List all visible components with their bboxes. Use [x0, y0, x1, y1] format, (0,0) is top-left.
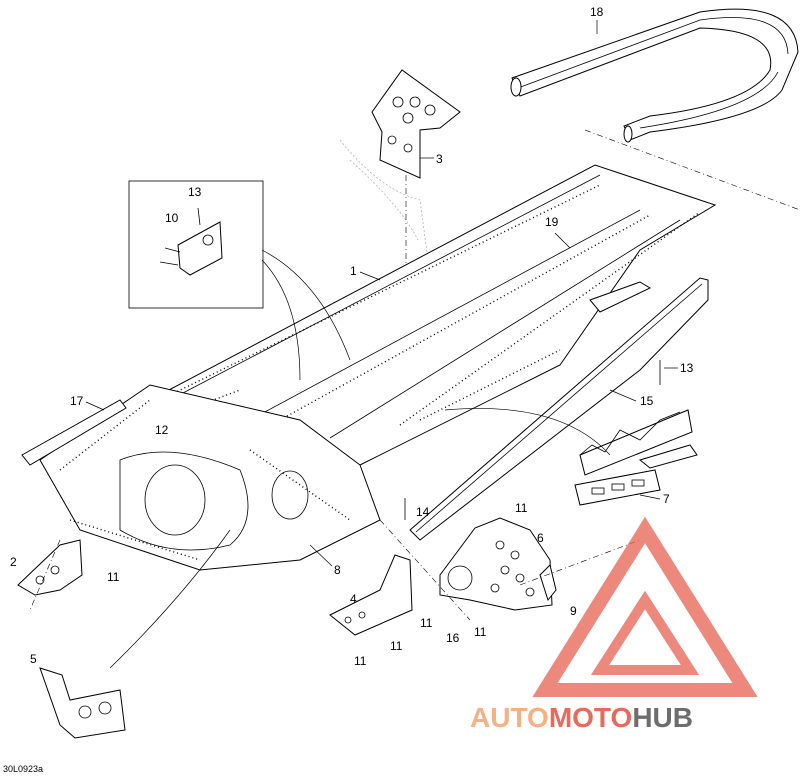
- callout-2: 2: [10, 555, 17, 569]
- part-12-front-frame: [39, 384, 381, 571]
- callout-9: 9: [570, 604, 577, 618]
- callout-18: 18: [590, 5, 604, 19]
- logo-text-part1: AUTO: [470, 702, 549, 733]
- callout-11d: 11: [474, 625, 487, 639]
- hardware-lines: [29, 129, 800, 669]
- callout-11b: 11: [515, 501, 528, 515]
- callout-10: 10: [165, 211, 179, 225]
- logo-text-part3: HUB: [632, 702, 693, 733]
- part-5-bracket: [39, 667, 126, 739]
- callout-8: 8: [334, 563, 341, 577]
- callout-7: 7: [663, 492, 670, 506]
- callout-14: 14: [416, 505, 430, 519]
- callout-15: 15: [640, 394, 654, 408]
- drawing-code: 30L0923a: [3, 764, 43, 774]
- part-15-rail: [409, 277, 709, 541]
- part-6-side-plate: [439, 517, 553, 611]
- part-7-footrest: [574, 409, 698, 506]
- logo-text-part2: MOTO: [549, 702, 632, 733]
- callout-labels: 1 2 3 4 5 6 7 8 9 10 11 11 11 11 11 11 1…: [10, 5, 694, 668]
- callout-11c: 11: [420, 616, 433, 630]
- part-18-bumper: [510, 8, 799, 143]
- callout-4: 4: [350, 592, 357, 606]
- callout-19: 19: [545, 215, 559, 229]
- logo-triangle: [532, 516, 758, 697]
- part-9-tab: [539, 564, 557, 602]
- callout-5: 5: [30, 652, 37, 666]
- part-4-bracket: [329, 554, 413, 636]
- callout-11f: 11: [354, 654, 367, 668]
- watermark-logo: AUTOMOTOHUB: [470, 516, 758, 733]
- part-2-bracket: [17, 539, 83, 596]
- callout-11a: 11: [107, 570, 120, 584]
- detail-inset: [128, 180, 351, 381]
- svg-text:AUTOMOTOHUB: AUTOMOTOHUB: [470, 702, 693, 733]
- callout-16: 16: [446, 631, 460, 645]
- callout-13b: 13: [680, 361, 694, 375]
- part-15-rail-upper: [589, 281, 652, 313]
- callout-1: 1: [350, 264, 357, 278]
- callout-12: 12: [155, 423, 169, 437]
- part-17-bar: [21, 399, 127, 466]
- callout-13a: 13: [188, 185, 202, 199]
- logo-inner-triangle: [590, 590, 700, 675]
- callout-17: 17: [70, 394, 84, 408]
- callout-3: 3: [436, 152, 443, 166]
- callout-11e: 11: [390, 639, 403, 653]
- callout-6: 6: [537, 531, 544, 545]
